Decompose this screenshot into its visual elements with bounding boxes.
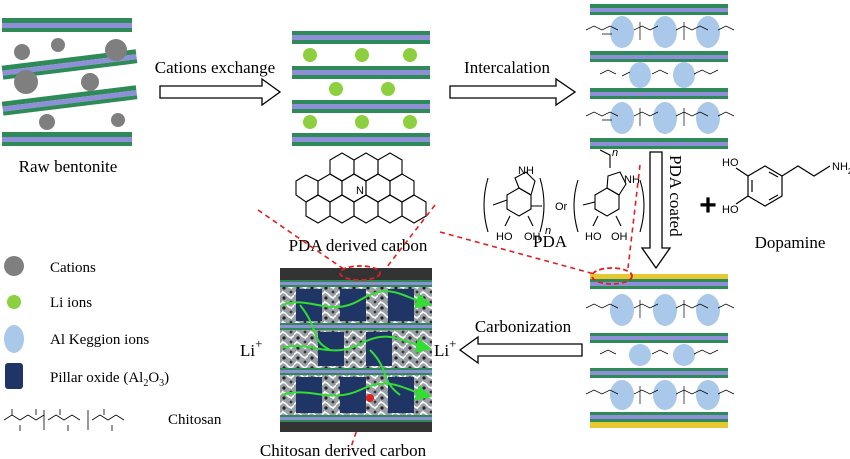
pda-structure-a: [483, 171, 545, 233]
pda-coated-structure: [585, 267, 735, 428]
legend: Cations Li ions Al Keggion ions Pillar o…: [3, 256, 222, 431]
li-exchanged-structure: [292, 31, 430, 146]
pillar-oxide: [340, 289, 366, 321]
legend-li-swatch: [7, 295, 21, 309]
clay-sheet: [590, 138, 728, 149]
chitosan-chain-group: [585, 22, 735, 126]
keggion-ion-group: [610, 294, 720, 410]
legend-chitosan-swatch: [3, 409, 125, 431]
clay-sheet: [590, 412, 728, 422]
legend-keggion-label: Al Keggion ions: [50, 332, 149, 348]
highlight-ellipse: [339, 265, 381, 281]
clay-sheet: [590, 279, 728, 289]
clay-sheet: [590, 88, 728, 99]
chitosan-chain-group: [585, 300, 735, 404]
raw-bentonite-structure: [1, 18, 138, 146]
pda-coating: [590, 422, 728, 428]
legend-li-label: Li ions: [50, 295, 92, 311]
pda-structure-b: [573, 149, 645, 233]
cation: [14, 70, 38, 94]
clay-sheet: [1, 85, 138, 116]
clay-sheet: [1, 49, 138, 80]
legend-keggion-swatch: [4, 325, 24, 353]
li-ion-group: [303, 48, 417, 129]
pda-carbon-structure: [295, 152, 427, 224]
cation: [51, 38, 65, 52]
pda-n-label-a: n: [545, 225, 551, 237]
clay-sheet: [590, 4, 728, 15]
keggion-ion-group: [610, 16, 720, 134]
chitosan-carbon-label: Chitosan derived carbon: [260, 441, 427, 459]
pda-n-label-b: n: [612, 147, 618, 159]
dopamine-ho-label: HO: [722, 157, 739, 169]
arrow-intercalation: [449, 77, 577, 107]
clay-sheet: [2, 18, 132, 32]
cation: [105, 39, 127, 61]
clay-sheet: [292, 66, 430, 79]
clay-sheet: [292, 133, 430, 146]
pda-label: PDA: [533, 232, 568, 251]
li-ion-left-label: Li+: [240, 336, 262, 360]
arrow-cations-exchange: [159, 77, 282, 107]
legend-pillar-label: Pillar oxide (Al2O3): [50, 370, 169, 389]
clay-sheet: [590, 51, 728, 62]
cations-exchange-label: Cations exchange: [155, 58, 275, 77]
dopamine-ho-label-2: HO: [722, 204, 739, 216]
li-diffusion-paths: [281, 290, 432, 401]
pda-carbon-label: PDA derived carbon: [289, 236, 428, 255]
pda-nh-label-a: NH: [518, 165, 534, 177]
pda-oh-label-b: OH: [611, 231, 628, 243]
cation: [111, 113, 125, 127]
pda-carbon-n-label: N: [356, 185, 364, 197]
legend-pillar-swatch: [5, 363, 23, 389]
clay-sheet: [292, 31, 430, 44]
cation: [81, 73, 99, 91]
legend-cation-swatch: [4, 256, 24, 276]
clay-sheet: [590, 333, 728, 343]
intercalation-label: Intercalation: [464, 58, 550, 77]
highlight-ellipse: [591, 267, 633, 285]
pda-ho-label-a: HO: [496, 231, 513, 243]
pda-coated-label: PDA coated: [666, 155, 685, 237]
plus-sign: +: [699, 189, 717, 222]
pda-oh-label-a: OH: [524, 231, 541, 243]
pda-coating: [590, 274, 728, 279]
carbon-layer: [280, 422, 432, 432]
arrow-pda-coated: [640, 151, 672, 270]
carbon-layer: [280, 268, 432, 280]
pda-ho-label-b: HO: [585, 231, 602, 243]
legend-cations-label: Cations: [50, 260, 96, 276]
clay-sheet: [292, 100, 430, 113]
arrow-carbonization: [458, 335, 583, 365]
final-pillared-structure: [280, 265, 432, 432]
highlight-dot: [366, 394, 374, 402]
intercalated-structure: [585, 4, 735, 149]
clay-sheet: [2, 132, 132, 146]
dopamine-nh2-label: NH2: [832, 161, 850, 176]
dopamine-label: Dopamine: [755, 233, 826, 252]
raw-bentonite-label: Raw bentonite: [19, 157, 118, 176]
li-ion-right-label: Li+: [434, 336, 456, 360]
clay-sheet: [590, 368, 728, 378]
cation: [14, 44, 30, 60]
carbonization-label: Carbonization: [475, 317, 572, 336]
pda-nh-label-b: NH: [624, 174, 640, 186]
pillar-oxide: [388, 377, 414, 413]
dopamine-molecule: [735, 165, 831, 207]
cation: [39, 114, 55, 130]
pda-or-label: Or: [555, 201, 568, 213]
porous-carbon-layer: [280, 330, 432, 368]
legend-chitosan-label: Chitosan: [168, 412, 222, 428]
